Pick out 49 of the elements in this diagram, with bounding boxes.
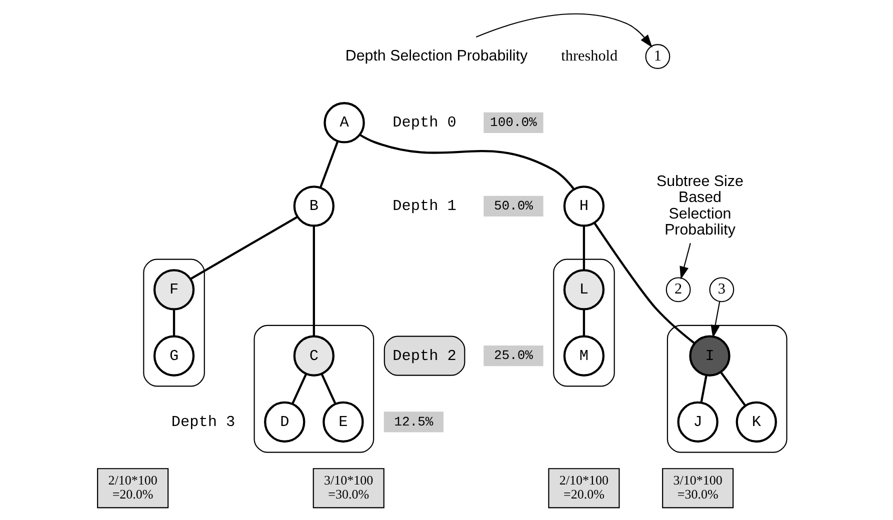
label: threshold	[561, 47, 618, 64]
label: Depth 0	[392, 113, 456, 132]
cluster	[143, 258, 205, 386]
node-box: 3/10*100 =30.0%	[312, 468, 384, 508]
connector	[582, 308, 586, 336]
node-circle: M	[563, 334, 605, 376]
connector	[292, 373, 308, 404]
connector	[312, 225, 315, 336]
node-circle: J	[677, 400, 718, 442]
label: Depth 1	[392, 196, 456, 215]
connector	[582, 225, 586, 270]
node-box: 3/10*100 =30.0%	[662, 468, 734, 508]
node-box: Depth 2	[384, 335, 466, 376]
node-circle: A	[324, 102, 365, 143]
node-circle: B	[293, 185, 335, 226]
connector	[190, 215, 298, 280]
connector	[172, 308, 176, 336]
connector	[320, 373, 336, 404]
node-box: 50.0%	[484, 195, 544, 216]
node-circle: E	[322, 400, 364, 442]
arrow	[476, 12, 652, 48]
cluster	[553, 258, 615, 386]
label: Depth 3	[171, 412, 236, 430]
node-circle: D	[264, 400, 306, 442]
node-box: 25.0%	[484, 345, 544, 366]
node-circle: I	[689, 334, 730, 376]
connector	[720, 370, 746, 406]
node-circle: G	[153, 334, 195, 376]
connector	[700, 374, 708, 402]
node-circle: C	[293, 334, 335, 376]
node-box: 2/10*100 =20.0%	[548, 468, 620, 508]
node-circle: 2	[666, 276, 691, 302]
arrow	[710, 301, 720, 338]
connector	[359, 133, 575, 190]
node-circle: 3	[709, 276, 734, 302]
node-circle: 1	[645, 44, 670, 68]
cluster	[254, 324, 374, 452]
arrow	[680, 242, 691, 279]
node-circle: H	[563, 185, 605, 226]
node-box: 12.5%	[384, 411, 444, 432]
node-circle: L	[563, 268, 605, 310]
node-circle: F	[153, 268, 195, 310]
connector	[594, 222, 696, 344]
node-box: 100.0%	[484, 112, 544, 132]
node-text: Subtree Size Based Selection Probability	[656, 172, 744, 238]
node-box: 2/10*100 =20.0%	[97, 468, 169, 508]
node-circle: K	[736, 400, 777, 442]
node-text: Depth Selection Probability	[345, 47, 528, 64]
connector	[319, 140, 339, 188]
